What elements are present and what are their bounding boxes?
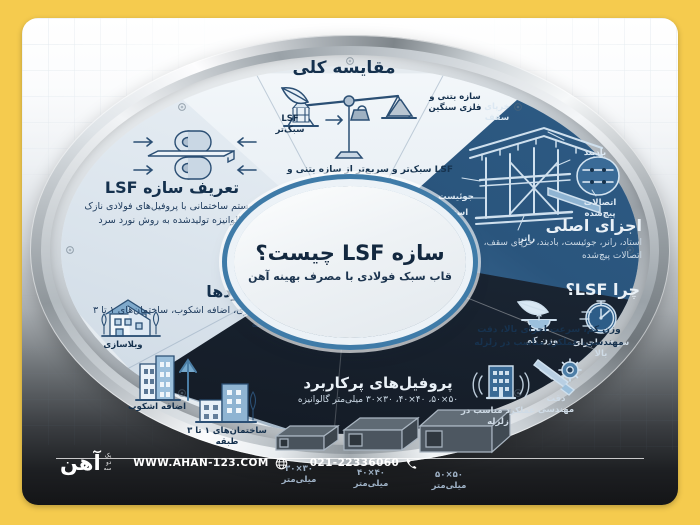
compare-title: مقایسه کلی <box>292 58 396 78</box>
roll-forming-illustration <box>130 126 260 182</box>
feather-scale-icon <box>514 296 570 336</box>
apps-subtitle: ویلاسازی، اضافه اشکوب، ساختمان‌های ۱ تا … <box>92 305 272 330</box>
caliper-gear-icon <box>532 354 588 400</box>
apps-label-2: ساختمان‌های ۱ تا ۳ طبقه <box>187 426 267 447</box>
footer-bar: 021-22336060 WWW.AHAN-123.COM یک دو سه آ… <box>44 441 656 485</box>
part-label-brace: بادبند <box>583 148 607 158</box>
balance-scale-illustration <box>274 80 424 168</box>
lsf-frame-illustration <box>452 114 622 234</box>
profile-tube-30 <box>272 416 342 468</box>
part-label-truss: خرپای سقف <box>484 102 510 123</box>
profiles-subtitle: ۵۰×۵۰، ۴۰×۴۰، ۳۰×۳۰ میلی‌متر گالوانیزه <box>297 395 459 405</box>
why-label-1: سرعت اجرای بالا <box>572 338 630 359</box>
center-hub: سازه LSF چیست؟ قاب سبک فولادی با مصرف به… <box>234 185 466 338</box>
footer-phone-text: 021-22336060 <box>309 457 400 469</box>
section-define: تعریف سازه LSF سیستم ساختمانی با پروفیل‌… <box>84 178 260 228</box>
why-label-3: عملکرد مناسب در زلزله <box>460 406 536 427</box>
logo-sub: یک دو سه <box>103 452 112 473</box>
building-up-arrow-icon <box>126 348 200 404</box>
section-profiles: پروفیل‌های پرکاربرد ۵۰×۵۰، ۴۰×۴۰، ۳۰×۳۰ … <box>268 374 488 407</box>
define-subtitle: سیستم ساختمانی با پروفیل‌های فولادی نازک… <box>84 201 260 226</box>
footer-website[interactable]: WWW.AHAN-123.COM <box>133 457 287 470</box>
building-seismic-icon <box>470 354 532 406</box>
parts-title: اجزای اصلی <box>545 216 642 235</box>
section-why: چرا LSF؟ <box>470 280 640 299</box>
compare-right-label: سازه بتنی و فلزی سنگین <box>428 92 482 113</box>
footer-divider <box>56 458 644 459</box>
brand-logo[interactable]: یک دو سه آهن <box>60 450 112 475</box>
compare-left-label: LSF سبک‌تر <box>275 114 305 135</box>
parts-subtitle: استاد، رانر، جوئیست، بادبند، خرپای سقف، … <box>483 238 642 262</box>
part-label-joist: جوئیست <box>438 192 474 202</box>
section-parts: اجزای اصلی استاد، رانر، جوئیست، بادبند، … <box>466 216 642 263</box>
apps-label-1: اضافه اشکوب <box>127 402 187 412</box>
low-rise-building-icon <box>190 374 264 426</box>
page-subtitle: قاب سبک فولادی با مصرف بهینه آهن <box>248 269 452 283</box>
footer-website-text: WWW.AHAN-123.COM <box>133 457 269 469</box>
part-label-runner: رانر <box>518 234 536 244</box>
page-title: سازه LSF چیست؟ <box>255 240 445 265</box>
compare-note: LSF سبک‌تر و سریع‌تر از سازه بتنی و فلزی… <box>287 165 453 188</box>
footer-phone[interactable]: 021-22336060 <box>310 457 419 470</box>
profiles-title: پروفیل‌های پرکاربرد <box>303 374 453 392</box>
why-note: وزن کم، سرعت اجرای بالا، دقت مهندسی، عمل… <box>474 325 624 348</box>
define-title: تعریف سازه LSF <box>104 178 240 197</box>
phone-icon <box>406 458 417 469</box>
why-label-0: وزن کم <box>526 336 558 346</box>
profile-tube-40 <box>340 410 422 472</box>
globe-icon <box>275 457 287 469</box>
logo-mark: آهن <box>60 450 101 475</box>
why-title: چرا LSF؟ <box>565 280 640 299</box>
profile-tube-50 <box>416 404 514 476</box>
section-compare: مقایسه کلی <box>254 58 434 78</box>
part-label-stud: استاد <box>445 208 469 218</box>
apps-label-0: ویلاسازی <box>103 340 143 350</box>
villa-icon <box>98 296 164 340</box>
stopwatch-icon <box>578 294 622 338</box>
poster-card: سازه LSF چیست؟ قاب سبک فولادی با مصرف به… <box>22 18 678 505</box>
why-label-2: دقت مهندسی <box>537 394 575 415</box>
part-label-connection: اتصالات پیچ‌شده <box>583 198 617 219</box>
